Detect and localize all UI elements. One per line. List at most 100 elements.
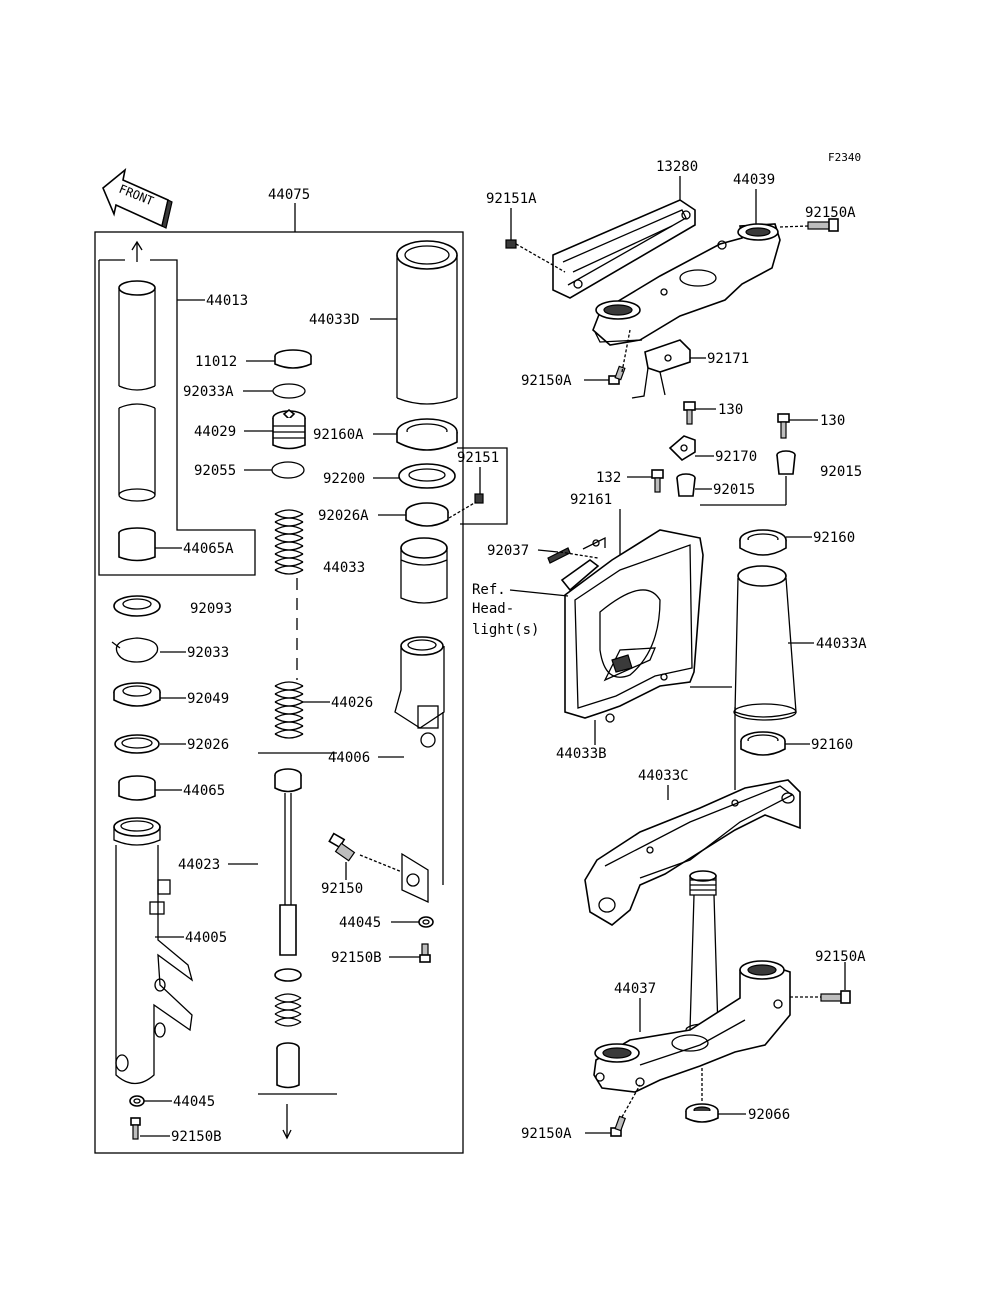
label-44033: 44033 <box>323 560 365 576</box>
bolt-92150B-lower <box>130 1117 141 1140</box>
cap-bolt-11012 <box>274 349 312 369</box>
label-44065: 44065 <box>183 783 225 799</box>
label-92150: 92150 <box>321 881 363 897</box>
label-92161: 92161 <box>570 492 612 508</box>
label-92150A-bottom: 92150A <box>521 1126 572 1142</box>
ref-note-line-1: Ref. <box>472 582 506 598</box>
bolt-92150A-right <box>790 990 851 1004</box>
label-44037: 44037 <box>614 981 656 997</box>
label-44033B: 44033B <box>556 746 607 762</box>
fork-spring-44026-lower <box>274 681 304 739</box>
label-92150B-lower: 92150B <box>171 1129 222 1145</box>
label-130-left: 130 <box>718 402 743 418</box>
label-92151: 92151 <box>457 450 499 466</box>
label-44075: 44075 <box>268 187 310 203</box>
washer-92026 <box>114 734 160 754</box>
label-92033A: 92033A <box>183 384 234 400</box>
label-44045-upper: 44045 <box>339 915 381 931</box>
figure-code: F2340 <box>828 151 861 164</box>
washer-44045-lower <box>129 1095 145 1107</box>
screw-92151 <box>448 493 484 519</box>
label-44005: 44005 <box>185 930 227 946</box>
fork-cover-44033A <box>733 565 797 721</box>
ref-note-line-3: light(s) <box>472 622 539 638</box>
washer-92200 <box>398 463 456 489</box>
label-44029: 44029 <box>194 424 236 440</box>
label-44045-lower: 44045 <box>173 1094 215 1110</box>
label-92055: 92055 <box>194 463 236 479</box>
bracket-92037 <box>547 547 600 592</box>
bushing-44065 <box>118 775 156 801</box>
label-44039: 44039 <box>733 172 775 188</box>
fork-cover-44033A-group: 92160 44033A 92160 <box>733 529 867 790</box>
washer-92160A <box>396 418 458 451</box>
fork-cover-44033D <box>396 240 458 405</box>
bolt-132 <box>651 469 664 493</box>
label-11012: 11012 <box>195 354 237 370</box>
bolt-92150B-upper <box>419 943 431 963</box>
upper-bracket-44039 <box>592 223 781 346</box>
label-92049: 92049 <box>187 691 229 707</box>
outer-tube-44005 <box>113 817 194 1085</box>
washer-44045-upper <box>418 916 434 928</box>
label-92026: 92026 <box>187 737 229 753</box>
plate-92170 <box>668 435 696 462</box>
upper-bracket-group: 13280 44039 92151A 92150A <box>486 159 856 399</box>
fork-assembly-group: 44075 44013 44065A <box>94 187 508 1154</box>
label-92200: 92200 <box>323 471 365 487</box>
bolt-92150 <box>328 832 403 873</box>
label-44033C: 44033C <box>638 768 689 784</box>
label-92151A: 92151A <box>486 191 537 207</box>
band-92026A <box>405 502 449 527</box>
fork-guard-44006 <box>394 636 445 904</box>
label-92150A-top: 92150A <box>805 205 856 221</box>
bolt-92150A-bottom <box>610 1084 641 1137</box>
stem-nut-92066 <box>685 1068 719 1123</box>
bolt-130-left <box>683 401 696 425</box>
lower-bracket-44037 <box>593 960 791 1093</box>
o-ring-92055 <box>271 461 305 479</box>
washer-92160-top <box>739 529 787 556</box>
inner-tube-44013 <box>118 280 156 502</box>
retainer-clip-92033 <box>111 637 159 663</box>
assembly-box-44075 <box>94 231 464 1154</box>
label-92160A: 92160A <box>313 427 364 443</box>
collar-92015-right <box>776 450 796 475</box>
oil-seal-92049 <box>113 682 161 707</box>
label-44033A: 44033A <box>816 636 867 652</box>
label-92026A: 92026A <box>318 508 369 524</box>
label-44006: 44006 <box>328 750 370 766</box>
circlip-92033A <box>272 383 306 399</box>
label-44065A: 44065A <box>183 541 234 557</box>
label-44013: 44013 <box>206 293 248 309</box>
label-92037: 92037 <box>487 543 529 559</box>
headlight-bracket-group: 130 130 92170 92015 92015 <box>472 401 862 762</box>
label-92170: 92170 <box>715 449 757 465</box>
cover-44033C <box>584 779 801 926</box>
label-92150B-upper: 92150B <box>331 950 382 966</box>
label-92093: 92093 <box>190 601 232 617</box>
label-44033D: 44033D <box>309 312 360 328</box>
bushing-44065A <box>118 527 156 562</box>
fork-spring-44026-upper <box>274 509 304 575</box>
label-92160-bottom: 92160 <box>811 737 853 753</box>
bolt-130-right <box>777 413 790 439</box>
label-130-right: 130 <box>820 413 845 429</box>
label-44023: 44023 <box>178 857 220 873</box>
label-92150A-right: 92150A <box>815 949 866 965</box>
lower-bracket-group: 44033C <box>521 768 866 1142</box>
label-44026: 44026 <box>331 695 373 711</box>
label-132: 132 <box>596 470 621 486</box>
bolt-92150A-top <box>779 218 839 232</box>
ref-note-line-2: Head- <box>472 601 514 617</box>
label-92015-left: 92015 <box>713 482 755 498</box>
screw-92151A <box>505 239 566 273</box>
label-92150A-mid: 92150A <box>521 373 572 389</box>
label-92171: 92171 <box>707 351 749 367</box>
bracket-92171 <box>631 339 691 399</box>
label-92066: 92066 <box>748 1107 790 1123</box>
collar-92015-left <box>676 473 696 497</box>
label-92033: 92033 <box>187 645 229 661</box>
seal-92093 <box>113 595 161 617</box>
